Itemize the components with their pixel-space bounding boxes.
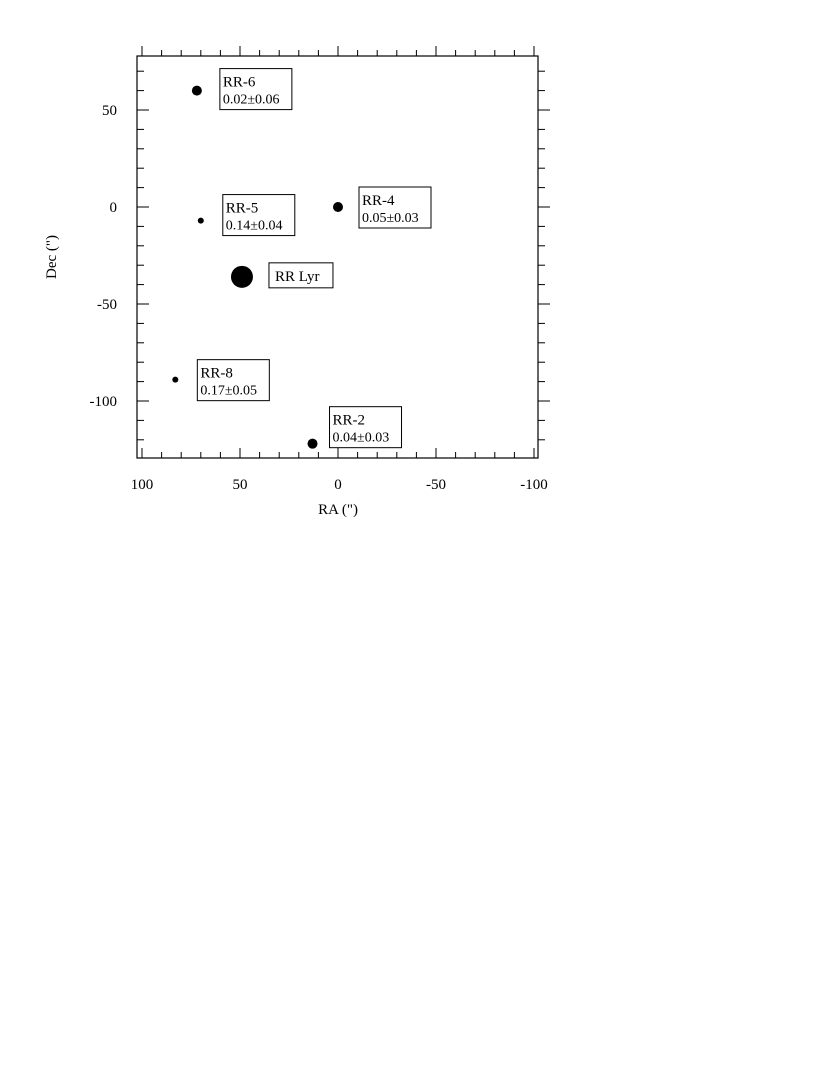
point-label-box xyxy=(219,68,293,111)
x-axis-label: RA (") xyxy=(318,502,358,518)
point-label-rr-5: RR-5 0.14±0.04 xyxy=(222,194,296,237)
axis-tick-labels: 100 50 0 -50 -100 50 0 -50 -100 xyxy=(90,103,548,493)
data-point-rr-2 xyxy=(307,438,318,449)
axis-ticks xyxy=(137,46,550,458)
point-label-rr-8: RR-8 0.17±0.05 xyxy=(196,359,270,402)
y-axis-label: Dec (") xyxy=(44,235,60,279)
data-point-rr-4 xyxy=(333,202,343,212)
data-point-rr-8 xyxy=(172,376,179,383)
point-label-name: RR-6 xyxy=(223,75,256,91)
y-tick-label: 50 xyxy=(102,103,117,119)
point-label-rr-6: RR-6 0.02±0.06 xyxy=(219,68,293,111)
data-points xyxy=(172,85,343,449)
x-tick-label: 50 xyxy=(233,477,248,493)
point-label-name: RR-8 xyxy=(200,366,233,382)
point-label-value: 0.04±0.03 xyxy=(333,431,390,446)
point-label-rr-4: RR-4 0.05±0.03 xyxy=(358,186,432,229)
point-label-box xyxy=(196,359,270,402)
point-label-name: RR-5 xyxy=(226,201,259,217)
y-tick-label: 0 xyxy=(110,200,118,216)
point-label-box xyxy=(358,186,432,229)
point-label-value: 0.02±0.06 xyxy=(223,93,280,108)
point-labels: RR-60.02±0.06RR-50.14±0.04RR-40.05±0.03R… xyxy=(196,68,432,449)
data-point-rr-5 xyxy=(197,217,204,224)
x-tick-label: 0 xyxy=(334,477,342,493)
point-label-box xyxy=(329,406,403,449)
y-tick-label: -50 xyxy=(97,297,117,313)
point-label-box xyxy=(222,194,296,237)
x-tick-label: 100 xyxy=(131,477,154,493)
data-point-rr-6 xyxy=(191,85,202,96)
y-tick-label: -100 xyxy=(90,394,118,410)
point-label-value: 0.05±0.03 xyxy=(362,211,419,226)
point-label-rr-2: RR-2 0.04±0.03 xyxy=(329,406,403,449)
x-tick-label: -100 xyxy=(520,477,548,493)
point-label-rr-lyr: RR Lyr xyxy=(268,262,334,289)
point-label-value: 0.17±0.05 xyxy=(200,384,257,399)
point-label-value: 0.14±0.04 xyxy=(226,219,283,234)
x-tick-label: -50 xyxy=(426,477,446,493)
point-label-box xyxy=(268,262,334,289)
point-label-name: RR-2 xyxy=(333,413,366,429)
data-point-rr-lyr xyxy=(230,265,253,288)
point-label-name: RR-4 xyxy=(362,193,395,209)
point-label-name: RR Lyr xyxy=(275,269,320,285)
